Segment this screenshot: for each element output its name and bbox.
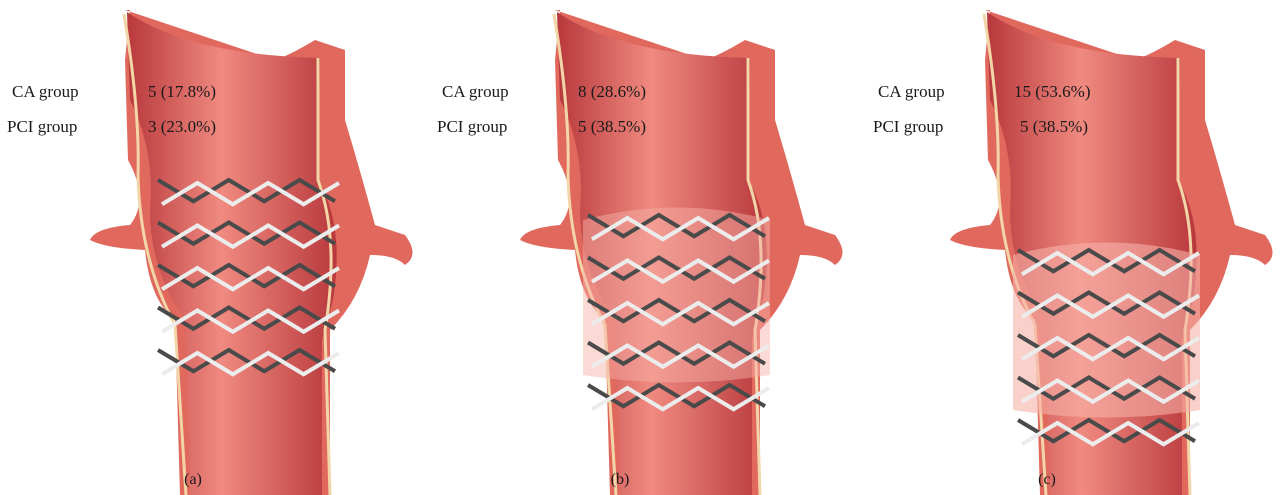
panel-b: CA group 8 (28.6%) PCI group 5 (38.5%) (… (430, 0, 860, 495)
ca-group-value: 5 (17.8%) (148, 82, 216, 102)
ca-group-value: 15 (53.6%) (1014, 82, 1090, 102)
ca-group-label: CA group (442, 82, 509, 102)
panel-caption: (c) (1027, 471, 1067, 489)
panel-caption: (a) (173, 471, 213, 489)
ca-group-label: CA group (12, 82, 79, 102)
vessel-illustration (430, 0, 860, 495)
panel-a: CA group 5 (17.8%) PCI group 3 (23.0%) (… (0, 0, 430, 495)
pci-group-label: PCI group (437, 117, 507, 137)
vessel-illustration (860, 0, 1282, 495)
vessel-illustration (0, 0, 430, 495)
panel-caption: (b) (600, 471, 640, 489)
ca-group-value: 8 (28.6%) (578, 82, 646, 102)
panel-c: CA group 15 (53.6%) PCI group 5 (38.5%) … (860, 0, 1282, 495)
pci-group-label: PCI group (7, 117, 77, 137)
pci-group-value: 5 (38.5%) (1020, 117, 1088, 137)
pci-group-label: PCI group (873, 117, 943, 137)
pci-group-value: 5 (38.5%) (578, 117, 646, 137)
ca-group-label: CA group (878, 82, 945, 102)
pci-group-value: 3 (23.0%) (148, 117, 216, 137)
